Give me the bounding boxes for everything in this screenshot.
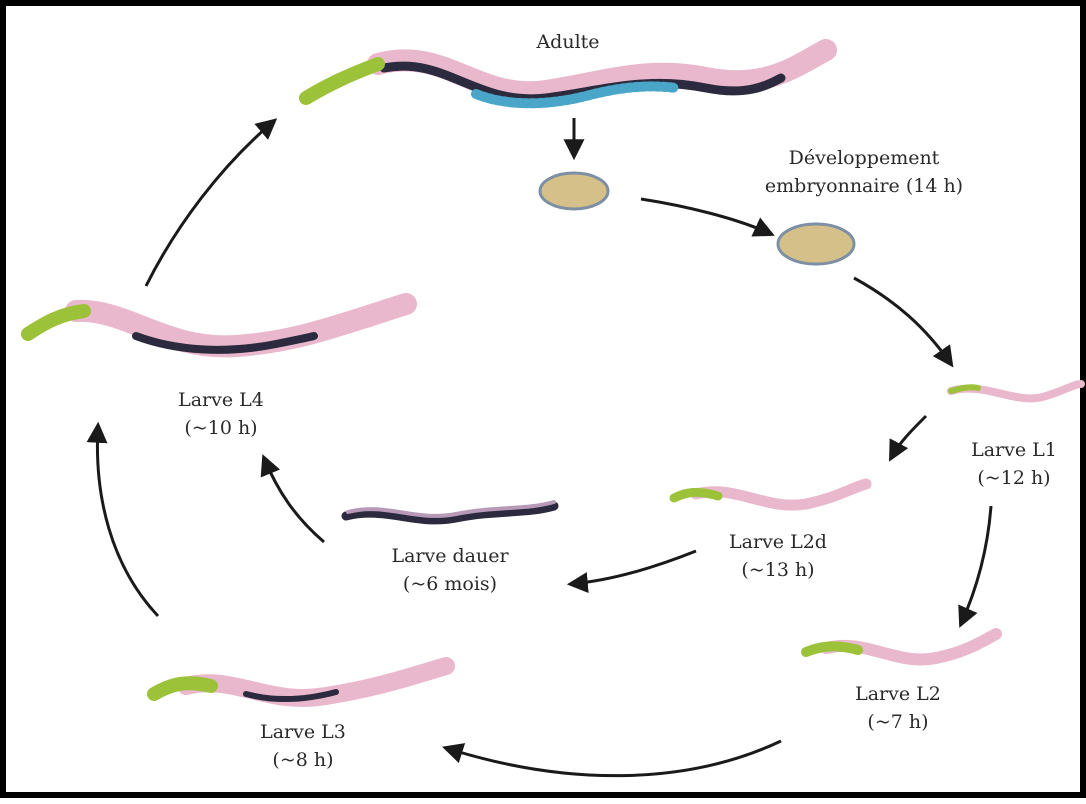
arrow-l1-to-l2d (891, 416, 926, 458)
l2d-duration: (~13 h) (729, 556, 827, 584)
adult-name: Adulte (536, 28, 599, 56)
egg-icon (540, 173, 608, 209)
l4-label: Larve L4 (~10 h) (178, 386, 264, 442)
l2d-label: Larve L2d (~13 h) (729, 528, 827, 584)
arrow-dauer-to-l4 (264, 458, 324, 542)
l2-duration: (~7 h) (855, 708, 941, 736)
l1-name: Larve L1 (971, 436, 1057, 464)
l1-larva-icon (951, 384, 1081, 398)
arrow-l2d-to-dauer (571, 551, 696, 584)
l2d-name: Larve L2d (729, 528, 827, 556)
l2-larva-icon (806, 634, 996, 659)
embryo-name: Développement (765, 144, 963, 172)
arrow-l3-to-l4 (97, 426, 158, 616)
l4-duration: (~10 h) (178, 414, 264, 442)
egg-icon (778, 224, 854, 264)
l3-label: Larve L3 (~8 h) (260, 718, 346, 774)
l2-name: Larve L2 (855, 680, 941, 708)
dauer-larva-icon (346, 502, 554, 520)
l2-label: Larve L2 (~7 h) (855, 680, 941, 736)
arrow-egg-to-embryo (641, 199, 771, 234)
adult-label: Adulte (536, 28, 599, 56)
arrow-l1-to-l2 (961, 506, 991, 624)
l3-duration: (~8 h) (260, 746, 346, 774)
l4-larva-icon (28, 304, 406, 350)
arrow-l4-to-adult (146, 121, 274, 286)
l4-name: Larve L4 (178, 386, 264, 414)
arrow-l2-to-l3 (446, 741, 781, 776)
embryo-duration: embryonnaire (14 h) (765, 172, 963, 200)
arrow-embryo-to-l1 (854, 278, 951, 364)
embryo-label: Développement embryonnaire (14 h) (765, 144, 963, 200)
l2d-larva-icon (674, 484, 866, 505)
adult-worm-icon (306, 50, 826, 103)
l1-label: Larve L1 (~12 h) (971, 436, 1057, 492)
l3-larva-icon (154, 666, 446, 699)
l3-name: Larve L3 (260, 718, 346, 746)
dauer-label: Larve dauer (~6 mois) (391, 542, 508, 598)
dauer-duration: (~6 mois) (391, 570, 508, 598)
l1-duration: (~12 h) (971, 464, 1057, 492)
dauer-name: Larve dauer (391, 542, 508, 570)
